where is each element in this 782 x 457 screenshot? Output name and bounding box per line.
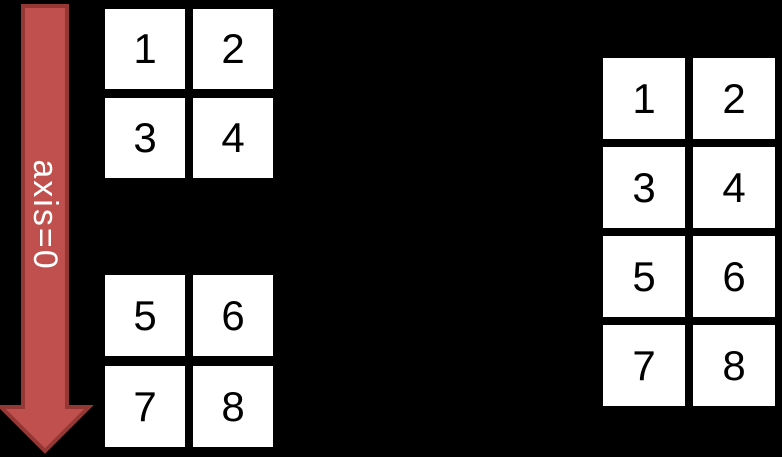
matrix-cell: 8 <box>693 325 775 406</box>
matrix-cell: 8 <box>193 366 273 447</box>
matrix-cell: 1 <box>603 58 685 139</box>
matrix-input-top: 1 2 3 4 <box>105 9 273 178</box>
matrix-cell: 2 <box>193 9 273 89</box>
axis-0-down-arrow <box>0 4 94 454</box>
matrix-cell: 2 <box>693 58 775 139</box>
matrix-cell: 3 <box>105 98 185 178</box>
matrix-result: 1 2 3 4 5 6 7 8 <box>603 58 775 406</box>
matrix-cell: 1 <box>105 9 185 89</box>
matrix-cell: 4 <box>193 98 273 178</box>
down-arrow-shape <box>0 4 94 454</box>
axis-label: axis=0 <box>26 159 64 271</box>
matrix-cell: 7 <box>105 366 185 447</box>
matrix-cell: 4 <box>693 147 775 228</box>
matrix-cell: 5 <box>105 275 185 356</box>
matrix-cell: 6 <box>693 236 775 317</box>
matrix-cell: 5 <box>603 236 685 317</box>
matrix-cell: 3 <box>603 147 685 228</box>
matrix-cell: 6 <box>193 275 273 356</box>
matrix-input-bottom: 5 6 7 8 <box>105 275 273 447</box>
matrix-cell: 7 <box>603 325 685 406</box>
